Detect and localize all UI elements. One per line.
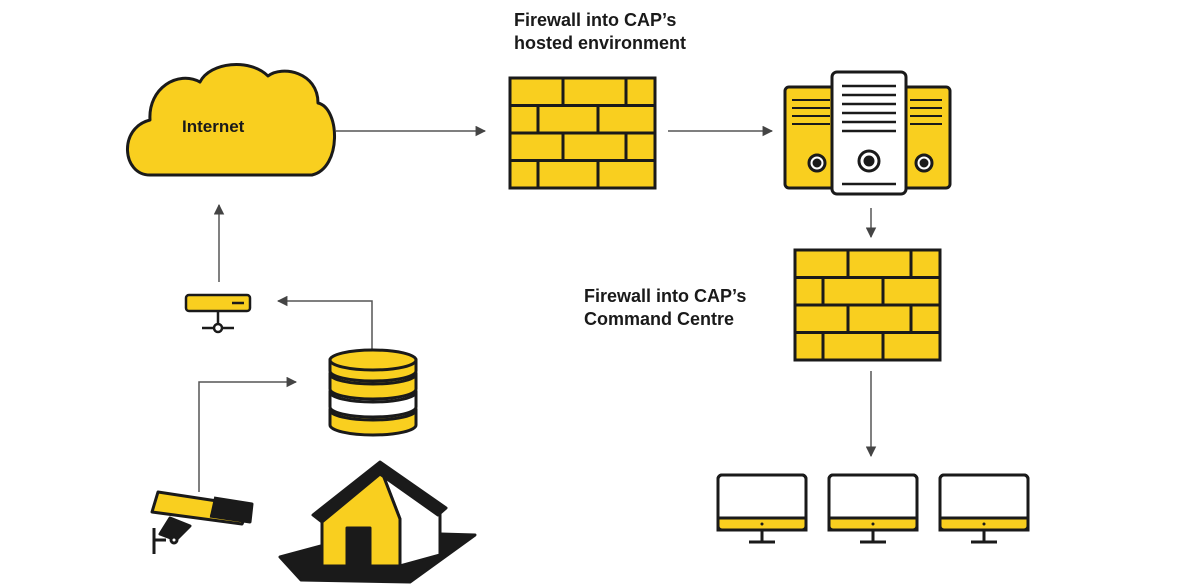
firewall-hosted-label-line2: hosted environment [514, 33, 687, 53]
router-icon [184, 293, 252, 334]
firewall-command-label: Firewall into CAP’s Command Centre [584, 285, 746, 331]
cloud-icon [126, 63, 336, 177]
arrow-database-to-router [276, 295, 373, 350]
monitor-icon [827, 473, 919, 544]
database-icon [328, 348, 418, 437]
monitor-icon [938, 473, 1030, 544]
firewall-hosted-label-line1: Firewall into CAP’s [514, 10, 677, 30]
firewall-command-label-line2: Command Centre [584, 309, 735, 329]
house-icon [278, 460, 477, 584]
connectors [198, 125, 877, 492]
internet-label: Internet [182, 117, 245, 136]
cctv-camera-icon [150, 490, 254, 554]
firewall-brick-icon [508, 76, 657, 190]
firewall-hosted-label: Firewall into CAP’s hosted environment [514, 9, 686, 55]
arrow-camera-to-database [198, 376, 298, 492]
firewall-brick-icon [793, 248, 942, 362]
server-rack-icon [783, 70, 952, 196]
monitor-icon [716, 473, 808, 544]
firewall-command-label-line1: Firewall into CAP’s [584, 286, 747, 306]
